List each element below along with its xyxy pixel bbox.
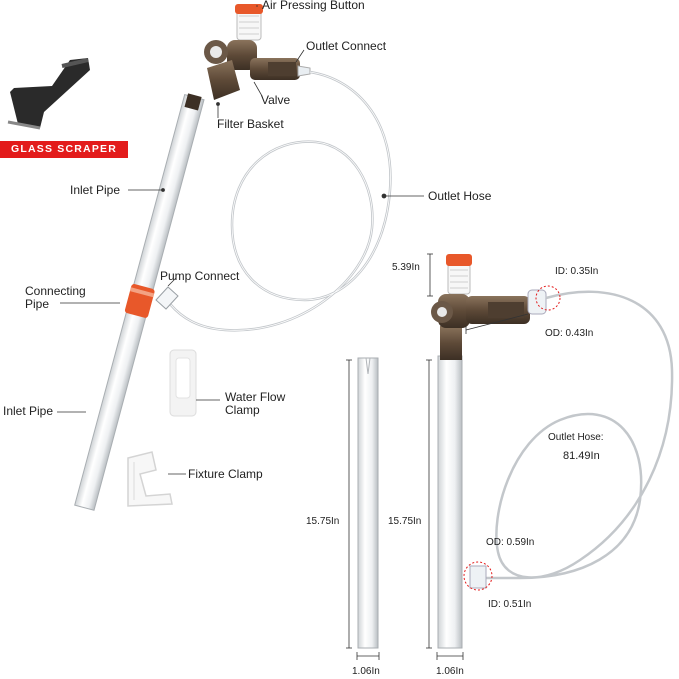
- filter-basket-label: Filter Basket: [217, 117, 284, 131]
- fixture-clamp-icon: [127, 451, 173, 507]
- glass-scraper-icon: [7, 58, 90, 130]
- glass-scraper-badge: GLASS SCRAPER: [0, 141, 128, 158]
- water-flow-clamp-icon: [169, 349, 197, 417]
- outlet-connect-label: Outlet Connect: [306, 39, 387, 53]
- inlet-pipe-standalone: [346, 357, 380, 660]
- dimension-lines-right: [426, 253, 529, 660]
- connecting-pipe-label: Connecting Pipe: [25, 284, 86, 311]
- pump-height-dim: 5.39In: [392, 262, 420, 273]
- pipe-length-right-dim: 15.75In: [388, 516, 422, 527]
- inlet-pipe-left: [74, 93, 205, 511]
- inlet-pipe-top-label: Inlet Pipe: [70, 183, 121, 197]
- inlet-od-dim: OD: 0.59In: [486, 537, 535, 548]
- dimension-circles: [463, 285, 561, 591]
- pipe-width-right-dim: 1.06In: [436, 666, 464, 677]
- hose-length-dim: 81.49In: [563, 450, 600, 462]
- air-pressing-button-label: Air Pressing Button: [262, 0, 365, 12]
- valve-label: Valve: [261, 93, 291, 107]
- inlet-pipe-bottom-label: Inlet Pipe: [3, 404, 54, 418]
- pipe-length-left-dim: 15.75In: [306, 516, 340, 527]
- pump-head-left: [204, 4, 311, 100]
- hose-label-dim: Outlet Hose:: [548, 432, 604, 443]
- right-pump-assembly: [426, 253, 674, 660]
- left-pump-assembly: [74, 4, 392, 511]
- inlet-id-dim: ID: 0.51In: [488, 599, 532, 610]
- pipe-width-left-dim: 1.06In: [352, 666, 380, 677]
- outlet-hose-left: [169, 70, 392, 332]
- leader-lines-left: [57, 5, 424, 475]
- water-flow-clamp-label: Water Flow Clamp: [225, 390, 286, 417]
- outlet-hose-label: Outlet Hose: [428, 189, 492, 203]
- fixture-clamp-label: Fixture Clamp: [188, 467, 263, 481]
- outlet-id-dim: ID: 0.35In: [555, 266, 599, 277]
- pump-connect-label: Pump Connect: [160, 269, 240, 283]
- outlet-hose-right: [484, 290, 674, 580]
- outlet-od-dim: OD: 0.43In: [545, 328, 594, 339]
